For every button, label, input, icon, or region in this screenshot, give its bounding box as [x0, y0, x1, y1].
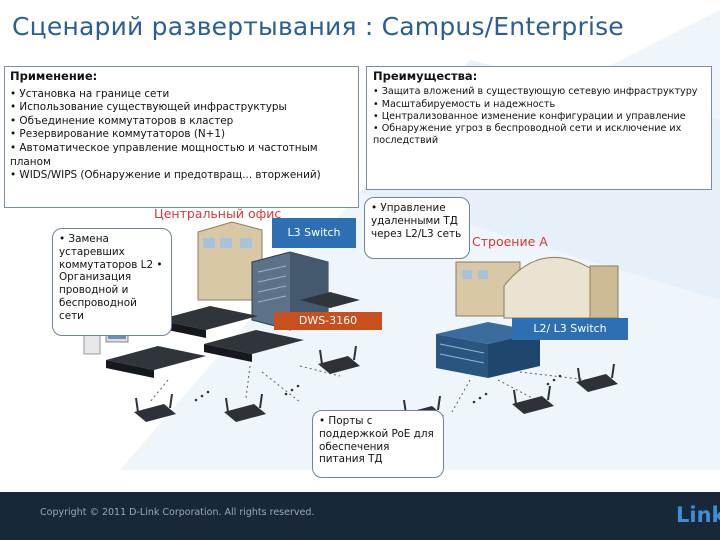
dws-controller-label: DWS-3160 [274, 312, 382, 330]
central-office-label: Центральный офис [154, 206, 282, 221]
l3-switch-chassis [251, 251, 329, 331]
list-item: • Автоматическое управление мощностью и … [10, 141, 318, 168]
l2-l3-switch-label: L2/ L3 Switch [512, 318, 628, 340]
cables [149, 365, 589, 413]
slide-title: Сценарий развертывания : Campus/Enterpri… [12, 12, 624, 41]
access-switches [106, 292, 360, 378]
advantages-heading: Преимущества: [373, 69, 478, 83]
list-item: • Установка на границе сети [10, 87, 170, 100]
company-logo: Link [676, 503, 720, 527]
list-item: • Защита вложений в существующую сетевую… [373, 86, 698, 98]
poe-ports-callout: • Порты с поддержкой PoE для обеспечения… [312, 410, 444, 478]
application-list: • Установка на границе сети • Использова… [10, 88, 353, 183]
advantages-panel: Преимущества: • Защита вложений в сущест… [366, 66, 712, 190]
list-item: • Объединение коммутаторов в кластер [10, 114, 234, 127]
list-item: • Резервирование коммутаторов (N+1) [10, 128, 226, 141]
footer-bar [0, 492, 720, 540]
list-item: • Обнаружение угроз в беспроводной сети … [373, 123, 682, 147]
replace-switches-callout: • Замена устаревших коммутаторов L2 • Ор… [52, 228, 172, 336]
list-item: • Использование существующей инфраструкт… [10, 101, 287, 114]
building-a-label: Строение А [472, 234, 548, 249]
application-panel: Применение: • Установка на границе сети … [4, 66, 359, 208]
ellipsis-dots [194, 374, 562, 404]
list-item: • Масштабируемость и надежность [373, 98, 556, 110]
building-a [455, 256, 619, 319]
advantages-list: • Защита вложений в существующую сетевую… [373, 86, 705, 147]
remote-ap-management-callout: • Управление удаленными ТД через L2/L3 с… [364, 197, 470, 259]
copyright-text: Copyright © 2011 D-Link Corporation. All… [40, 507, 315, 518]
l3-switch-label: L3 Switch [272, 218, 356, 248]
application-heading: Применение: [10, 69, 98, 83]
building-switch-stack [436, 322, 540, 378]
list-item: • WIDS/WIPS (Обнаружение и предотвращ...… [10, 169, 321, 182]
list-item: • Централизованное изменение конфигураци… [373, 110, 686, 122]
